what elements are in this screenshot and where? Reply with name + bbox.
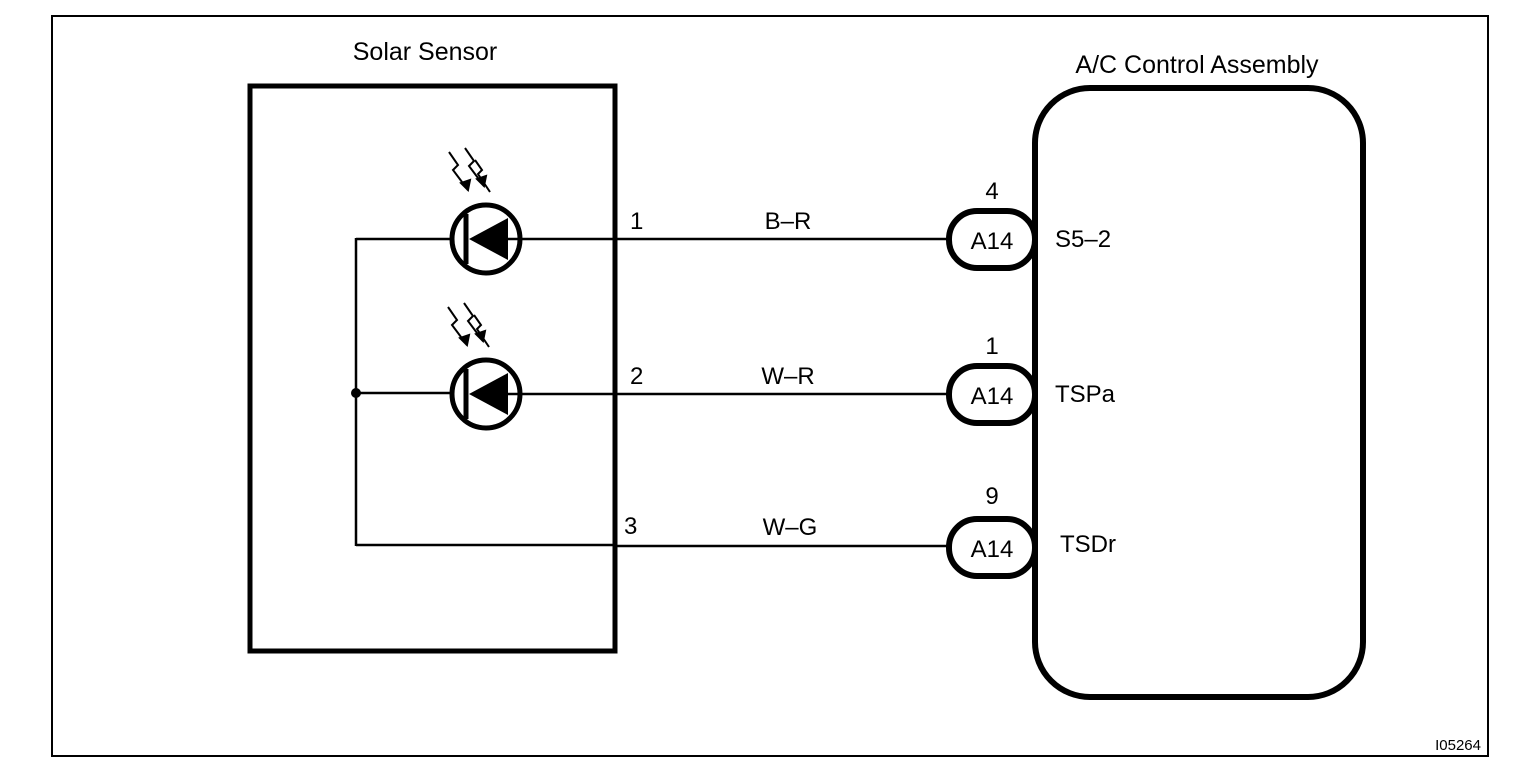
connector-pin-3: 9 bbox=[985, 483, 998, 510]
diagram-frame bbox=[51, 15, 1489, 757]
sensor-pin-1: 1 bbox=[630, 208, 643, 235]
terminal-2: TSPa bbox=[1055, 381, 1116, 408]
light-rays-1-icon bbox=[448, 147, 491, 193]
wire-color-1: B–R bbox=[765, 208, 812, 235]
terminal-3: TSDr bbox=[1060, 531, 1116, 558]
connector-pin-1: 4 bbox=[985, 178, 998, 205]
connector-a14-row-1: A14 bbox=[946, 208, 1038, 271]
solar-sensor-box bbox=[247, 83, 618, 654]
solar-sensor-title: Solar Sensor bbox=[353, 38, 498, 66]
connector-pin-2: 1 bbox=[985, 333, 998, 360]
connector-a14-row-2: A14 bbox=[946, 363, 1038, 426]
connector-label-2: A14 bbox=[971, 383, 1014, 410]
sensor-pin-2: 2 bbox=[630, 363, 643, 390]
figure-id: I05264 bbox=[1435, 737, 1481, 754]
ac-control-assembly-title: A/C Control Assembly bbox=[1075, 51, 1319, 79]
wire-color-3: W–G bbox=[763, 514, 818, 541]
sensor-pin-3: 3 bbox=[624, 513, 637, 540]
photodiode-2-icon bbox=[449, 357, 523, 431]
connector-label-1: A14 bbox=[971, 228, 1014, 255]
connector-a14-row-3: A14 bbox=[946, 516, 1038, 579]
terminal-1: S5–2 bbox=[1055, 226, 1111, 253]
photodiode-1-icon bbox=[449, 202, 523, 276]
junction-dot bbox=[351, 388, 361, 398]
connector-label-3: A14 bbox=[971, 536, 1014, 563]
wire-color-2: W–R bbox=[761, 363, 814, 390]
light-rays-2-icon bbox=[447, 302, 490, 348]
